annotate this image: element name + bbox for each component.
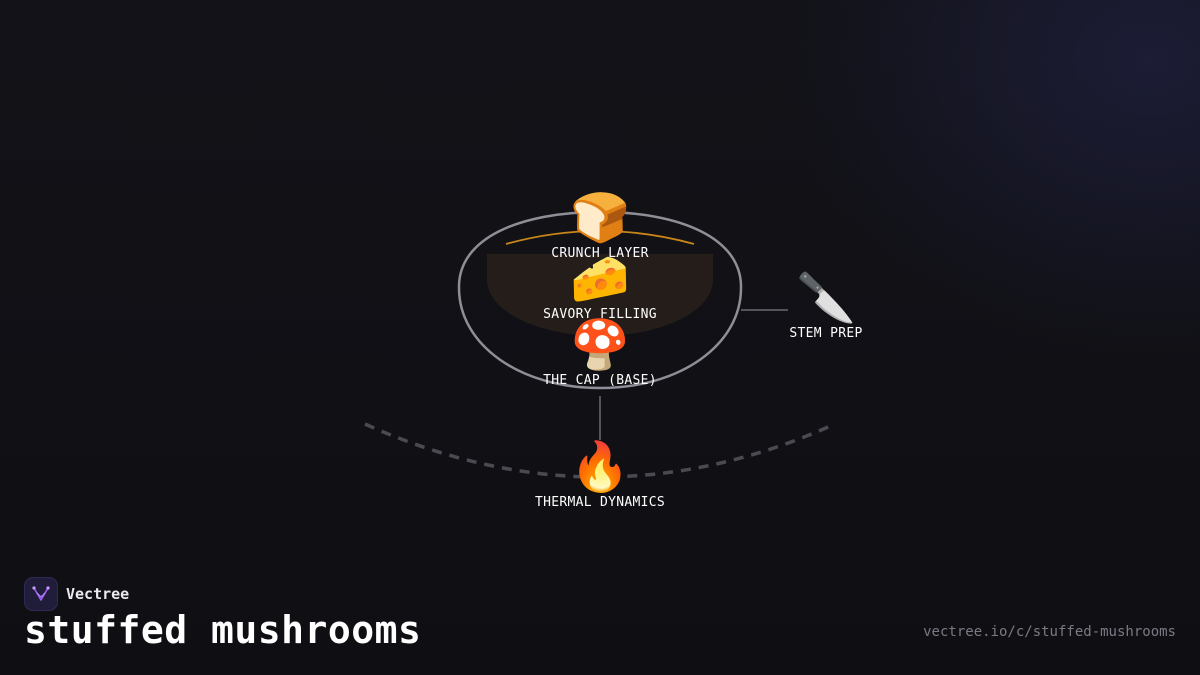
node-label: CRUNCH LAYER bbox=[551, 246, 649, 261]
node-crunch-layer: 🍞 CRUNCH LAYER bbox=[551, 192, 649, 261]
crunch-arc bbox=[505, 230, 695, 245]
node-label: THE CAP (BASE) bbox=[543, 373, 657, 388]
vectree-logo-icon bbox=[24, 577, 58, 611]
node-label: STEM PREP bbox=[789, 326, 863, 341]
page-url[interactable]: vectree.io/c/stuffed-mushrooms bbox=[923, 624, 1176, 640]
bowl-outline bbox=[457, 210, 743, 390]
cheese-icon: 🧀 bbox=[570, 251, 630, 307]
node-thermal-dynamics: 🔥 THERMAL DYNAMICS bbox=[535, 441, 665, 510]
bread-icon: 🍞 bbox=[570, 190, 630, 246]
knife-icon: 🔪 bbox=[796, 270, 856, 326]
node-label: SAVORY FILLING bbox=[543, 307, 657, 322]
node-stem-prep: 🔪 STEM PREP bbox=[789, 272, 862, 341]
brand: Vectree bbox=[24, 577, 129, 611]
fire-icon: 🔥 bbox=[570, 439, 630, 495]
node-savory-filling: 🧀 SAVORY FILLING bbox=[543, 253, 657, 322]
node-the-cap: 🍄 THE CAP (BASE) bbox=[543, 319, 657, 388]
heat-arc bbox=[364, 422, 836, 479]
brand-name: Vectree bbox=[66, 585, 130, 603]
node-label: THERMAL DYNAMICS bbox=[534, 495, 666, 510]
page-title: stuffed mushrooms bbox=[24, 608, 422, 652]
filling-region bbox=[487, 254, 713, 336]
mushroom-icon: 🍄 bbox=[570, 317, 630, 373]
